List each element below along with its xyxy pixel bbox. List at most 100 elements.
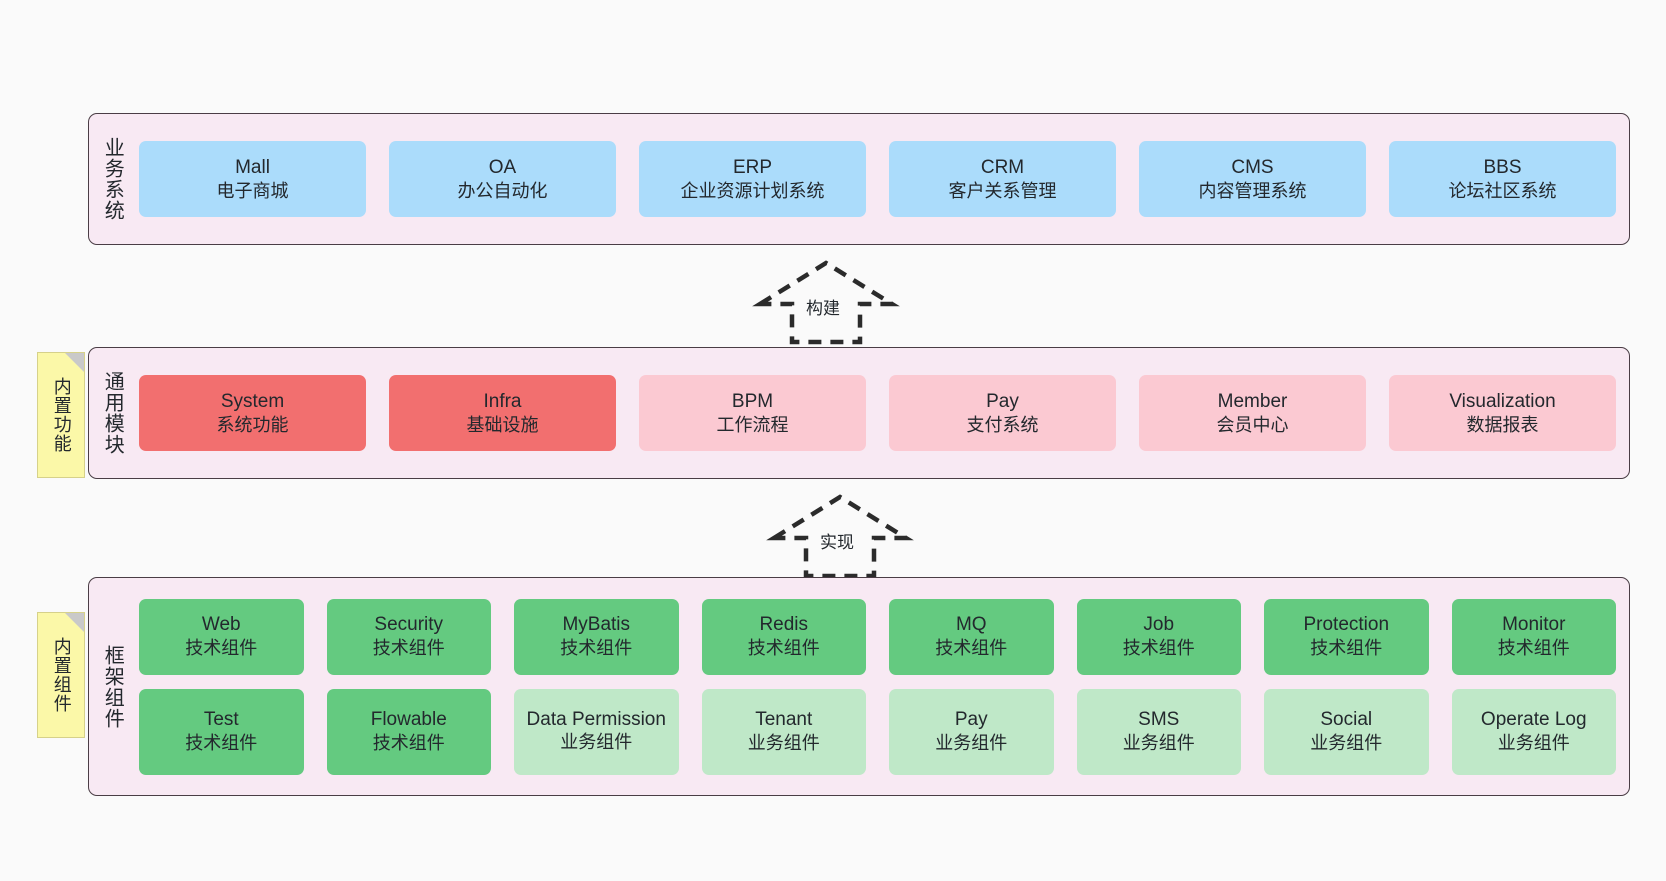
- box-title: BBS: [1483, 156, 1522, 178]
- box-crm[interactable]: CRM 客户关系管理: [889, 141, 1116, 217]
- box-subtitle: 企业资源计划系统: [680, 180, 825, 201]
- note-fold-icon: [65, 613, 84, 632]
- box-infra[interactable]: Infra 基础设施: [389, 375, 616, 451]
- box-subtitle: 支付系统: [966, 414, 1039, 435]
- box-subtitle: 工作流程: [716, 414, 789, 435]
- box-flowable[interactable]: Flowable 技术组件: [326, 688, 491, 775]
- box-title: Job: [1143, 614, 1175, 636]
- box-redis[interactable]: Redis 技术组件: [701, 598, 866, 675]
- box-subtitle: 论坛社区系统: [1448, 180, 1557, 201]
- box-title: CMS: [1231, 156, 1274, 178]
- box-bpm[interactable]: BPM 工作流程: [639, 375, 866, 451]
- box-title: MyBatis: [562, 614, 631, 636]
- box-pay[interactable]: Pay 支付系统: [889, 375, 1116, 451]
- box-operate-log[interactable]: Operate Log 业务组件: [1451, 688, 1616, 775]
- box-title: Pay: [986, 390, 1019, 412]
- connector-implement: 实现: [766, 492, 915, 580]
- box-subtitle: 技术组件: [185, 638, 258, 659]
- box-title: Security: [374, 614, 444, 636]
- note-fold-icon: [65, 353, 84, 372]
- box-title: Mall: [235, 156, 270, 178]
- box-security[interactable]: Security 技术组件: [326, 598, 491, 675]
- box-title: MQ: [955, 614, 987, 636]
- box-subtitle: 客户关系管理: [948, 180, 1057, 201]
- box-subtitle: 业务组件: [1122, 733, 1195, 754]
- box-title: Social: [1320, 709, 1373, 731]
- box-system[interactable]: System 系统功能: [139, 375, 366, 451]
- box-subtitle: 数据报表: [1466, 414, 1539, 435]
- box-title: Infra: [483, 390, 522, 412]
- box-mybatis[interactable]: MyBatis 技术组件: [514, 598, 679, 675]
- box-subtitle: 技术组件: [1310, 638, 1383, 659]
- box-mq[interactable]: MQ 技术组件: [889, 598, 1054, 675]
- note-label: 内置组件: [51, 637, 72, 713]
- box-title: Monitor: [1502, 614, 1566, 636]
- box-title: Flowable: [370, 709, 447, 731]
- box-grid: Web 技术组件 Security 技术组件 MyBatis 技术组件 Redi…: [139, 598, 1616, 775]
- layer-common-module: 通用模块 System 系统功能 Infra 基础设施 BPM 工作流程 Pay…: [88, 347, 1630, 479]
- box-subtitle: 基础设施: [466, 414, 539, 435]
- box-test[interactable]: Test 技术组件: [139, 688, 304, 775]
- box-row: Mall 电子商城 OA 办公自动化 ERP 企业资源计划系统 CRM 客户关系…: [139, 141, 1616, 217]
- note-builtin-component: 内置组件: [37, 612, 85, 738]
- box-subtitle: 技术组件: [1122, 638, 1195, 659]
- box-title: Data Permission: [526, 709, 666, 731]
- box-tenant[interactable]: Tenant 业务组件: [701, 688, 866, 775]
- box-subtitle: 会员中心: [1216, 414, 1289, 435]
- box-oa[interactable]: OA 办公自动化: [389, 141, 616, 217]
- box-title: Operate Log: [1480, 709, 1587, 731]
- box-subtitle: 内容管理系统: [1198, 180, 1307, 201]
- connector-build: 构建: [752, 258, 901, 346]
- box-title: Test: [203, 709, 239, 731]
- box-protection[interactable]: Protection 技术组件: [1264, 598, 1429, 675]
- box-title: CRM: [980, 156, 1025, 178]
- box-title: Web: [201, 614, 241, 636]
- box-subtitle: 技术组件: [935, 638, 1008, 659]
- box-title: ERP: [732, 156, 773, 178]
- box-sms[interactable]: SMS 业务组件: [1076, 688, 1241, 775]
- box-subtitle: 技术组件: [747, 638, 820, 659]
- box-subtitle: 业务组件: [935, 733, 1008, 754]
- box-subtitle: 技术组件: [185, 733, 258, 754]
- box-data-permission[interactable]: Data Permission 业务组件: [514, 688, 679, 775]
- note-label: 内置功能: [51, 377, 72, 453]
- box-subtitle: 技术组件: [372, 733, 445, 754]
- layer-body-business-system: Mall 电子商城 OA 办公自动化 ERP 企业资源计划系统 CRM 客户关系…: [135, 114, 1629, 244]
- layer-body-common-module: System 系统功能 Infra 基础设施 BPM 工作流程 Pay 支付系统…: [135, 348, 1629, 478]
- layer-business-system: 业务系统 Mall 电子商城 OA 办公自动化 ERP 企业资源计划系统 CRM…: [88, 113, 1630, 245]
- box-subtitle: 技术组件: [372, 638, 445, 659]
- connector-label-build: 构建: [806, 299, 840, 318]
- box-row: Web 技术组件 Security 技术组件 MyBatis 技术组件 Redi…: [139, 598, 1616, 675]
- box-row: Test 技术组件 Flowable 技术组件 Data Permission …: [139, 688, 1616, 775]
- box-member[interactable]: Member 会员中心: [1139, 375, 1366, 451]
- box-bbs[interactable]: BBS 论坛社区系统: [1389, 141, 1616, 217]
- box-subtitle: 技术组件: [560, 638, 633, 659]
- box-subtitle: 业务组件: [1497, 733, 1570, 754]
- box-job[interactable]: Job 技术组件: [1076, 598, 1241, 675]
- box-subtitle: 技术组件: [1497, 638, 1570, 659]
- box-title: Protection: [1303, 614, 1390, 636]
- box-subtitle: 业务组件: [1310, 733, 1383, 754]
- box-subtitle: 系统功能: [216, 414, 289, 435]
- box-social[interactable]: Social 业务组件: [1264, 688, 1429, 775]
- box-subtitle: 办公自动化: [457, 180, 548, 201]
- box-title: Visualization: [1449, 390, 1556, 412]
- box-web[interactable]: Web 技术组件: [139, 598, 304, 675]
- layer-body-framework-component: Web 技术组件 Security 技术组件 MyBatis 技术组件 Redi…: [135, 578, 1629, 795]
- note-builtin-function: 内置功能: [37, 352, 85, 478]
- box-erp[interactable]: ERP 企业资源计划系统: [639, 141, 866, 217]
- box-visualization[interactable]: Visualization 数据报表: [1389, 375, 1616, 451]
- box-title: OA: [488, 156, 517, 178]
- layer-title-common-module: 通用模块: [101, 371, 124, 455]
- box-title: Tenant: [755, 709, 813, 731]
- box-subtitle: 电子商城: [216, 180, 289, 201]
- box-subtitle: 业务组件: [560, 732, 633, 753]
- box-cms[interactable]: CMS 内容管理系统: [1139, 141, 1366, 217]
- box-mall[interactable]: Mall 电子商城: [139, 141, 366, 217]
- layer-title-framework-component: 框架组件: [101, 644, 124, 729]
- layer-framework-component: 框架组件 Web 技术组件 Security 技术组件 MyBatis 技术组件: [88, 577, 1630, 796]
- connector-label-implement: 实现: [820, 533, 854, 552]
- box-pay-component[interactable]: Pay 业务组件: [889, 688, 1054, 775]
- box-monitor[interactable]: Monitor 技术组件: [1451, 598, 1616, 675]
